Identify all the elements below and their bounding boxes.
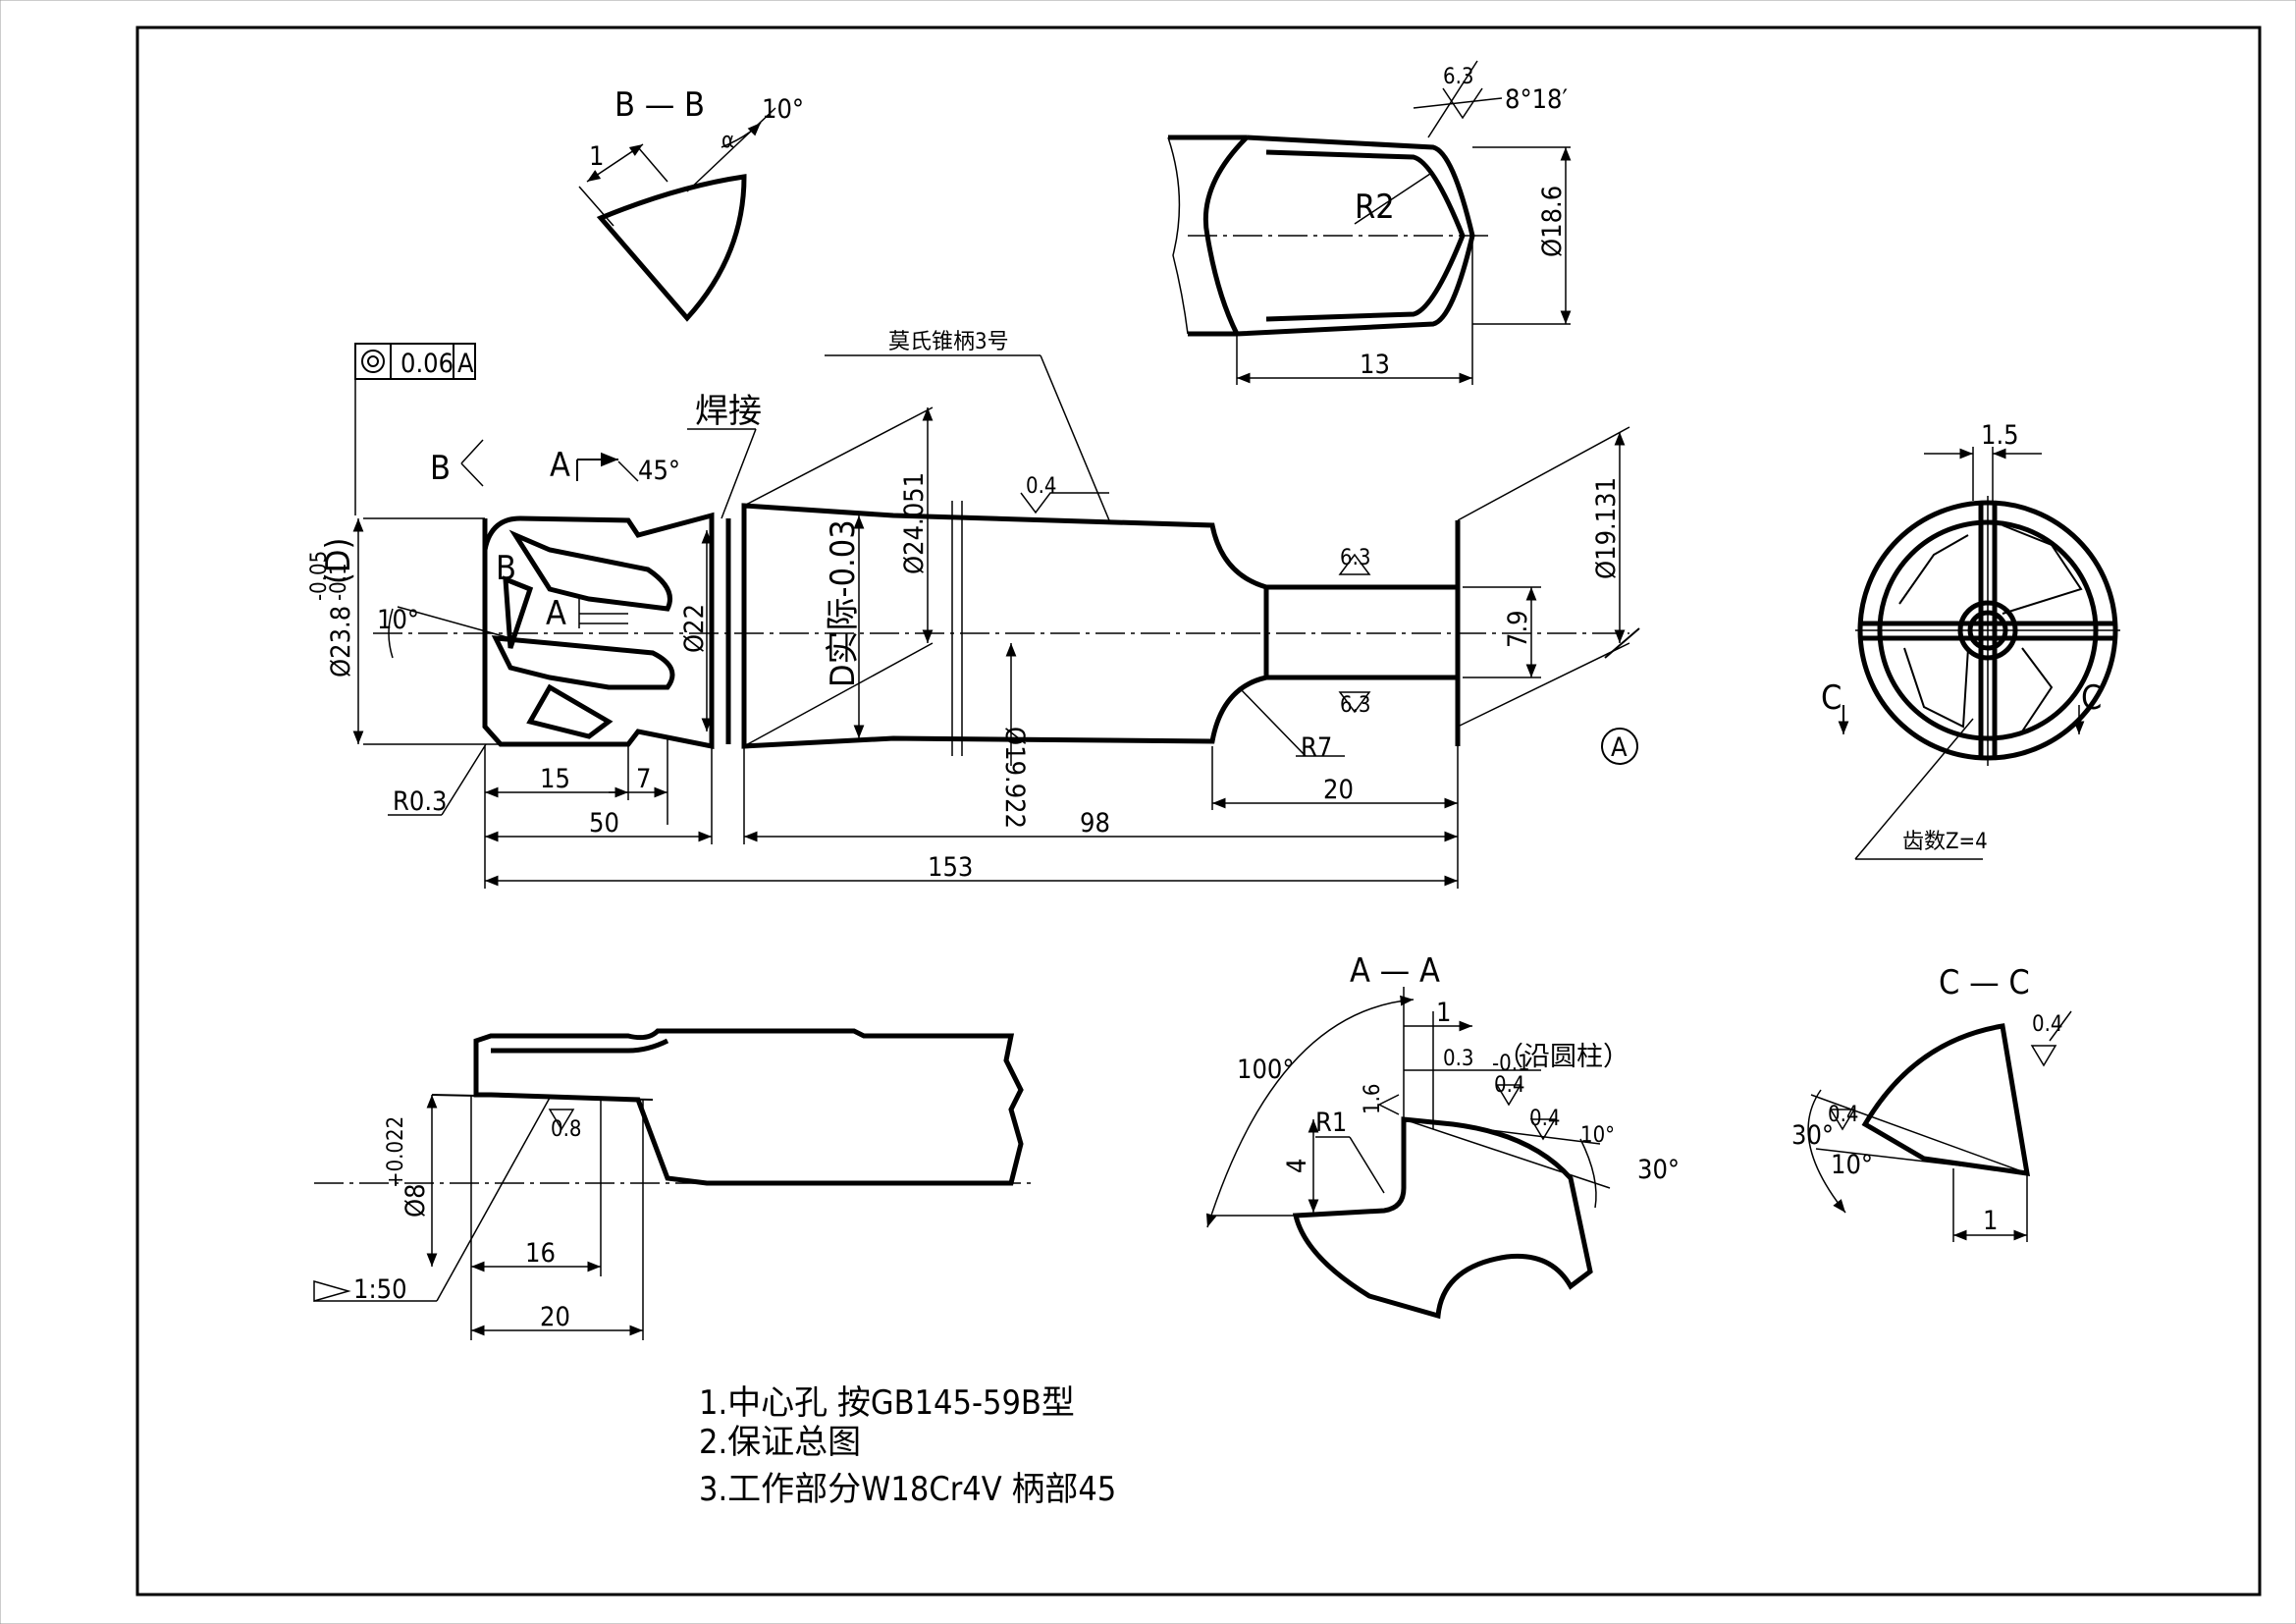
svg-text:10°: 10° xyxy=(1831,1150,1873,1180)
svg-text:1.5: 1.5 xyxy=(1981,420,2019,451)
svg-text:Ø8: Ø8 xyxy=(400,1183,431,1218)
svg-text:B: B xyxy=(430,449,451,488)
svg-text:98: 98 xyxy=(1080,808,1110,839)
drawing-frame xyxy=(135,26,2262,1597)
svg-text:1:50: 1:50 xyxy=(353,1274,407,1305)
svg-text:30°: 30° xyxy=(1637,1155,1680,1185)
svg-text:153: 153 xyxy=(928,852,973,883)
svg-text:6.3: 6.3 xyxy=(1340,546,1370,570)
note-3: 3.工作部分W18Cr4V 柄部45 xyxy=(699,1470,1116,1509)
main-view: 0.06 A B A Ø23.8 -0.05 -0.1 xyxy=(307,330,1640,889)
svg-text:A: A xyxy=(457,349,474,379)
svg-text:R0.3: R0.3 xyxy=(393,786,448,817)
svg-text:Ø19.131: Ø19.131 xyxy=(1591,477,1622,579)
svg-text:100°: 100° xyxy=(1237,1055,1295,1085)
svg-text:8°18′: 8°18′ xyxy=(1505,84,1568,115)
svg-text:Ø18.6: Ø18.6 xyxy=(1537,186,1568,257)
svg-text:Ø23.8: Ø23.8 xyxy=(326,606,356,677)
svg-text:+0.022: +0.022 xyxy=(384,1116,408,1188)
svg-text:R1: R1 xyxy=(1315,1108,1347,1138)
svg-text:C — C: C — C xyxy=(1939,963,2030,1002)
section-cc: C — C 1 0.4 0.4 30° 10° xyxy=(1791,963,2072,1242)
svg-text:A — A: A — A xyxy=(1350,951,1440,991)
svg-text:6.3: 6.3 xyxy=(1340,693,1370,718)
tolerance-frame: 0.06 A xyxy=(354,343,476,515)
section-bb: B — B 1 10° α xyxy=(578,85,804,322)
section-aa: A — A 1 0.3 -0.1 （沿圆柱） 0.4 0.4 1.6 R1 4 … xyxy=(1205,951,1680,1320)
svg-text:（沿圆柱）: （沿圆柱） xyxy=(1497,1042,1629,1072)
svg-text:0.3: 0.3 xyxy=(1443,1047,1473,1071)
svg-text:-0.1: -0.1 xyxy=(327,563,351,601)
svg-text:莫氏锥柄3号: 莫氏锥柄3号 xyxy=(888,330,1009,354)
svg-text:1.6: 1.6 xyxy=(1361,1084,1385,1114)
svg-text:R2: R2 xyxy=(1355,188,1395,227)
svg-text:A: A xyxy=(1611,732,1628,763)
svg-text:20: 20 xyxy=(540,1302,570,1332)
svg-text:10°: 10° xyxy=(1580,1123,1615,1148)
svg-text:α: α xyxy=(721,129,734,153)
svg-text:6.3: 6.3 xyxy=(1443,65,1473,89)
svg-text:A: A xyxy=(550,446,570,485)
svg-text:1: 1 xyxy=(1983,1206,1998,1236)
svg-text:50: 50 xyxy=(589,808,619,839)
detail-center-hole: Ø8 +0.022 0.8 16 20 1:50 xyxy=(313,1028,1031,1340)
svg-text:0.4: 0.4 xyxy=(1494,1073,1524,1098)
detail-tip: R2 Ø18.6 13 6.3 8°18′ xyxy=(1167,60,1572,385)
svg-text:30°: 30° xyxy=(1791,1120,1834,1151)
svg-text:Ø24.051: Ø24.051 xyxy=(899,472,930,574)
svg-text:13: 13 xyxy=(1360,350,1390,380)
svg-text:R7: R7 xyxy=(1301,732,1332,763)
svg-text:C: C xyxy=(1821,678,1842,718)
svg-text:20: 20 xyxy=(1323,775,1354,805)
svg-text:1: 1 xyxy=(589,141,604,172)
svg-text:7.9: 7.9 xyxy=(1503,610,1533,648)
svg-text:1: 1 xyxy=(1436,998,1451,1028)
svg-text:10°: 10° xyxy=(762,94,804,125)
note-1: 1.中心孔 按GB145-59B型 xyxy=(699,1383,1075,1423)
svg-text:10°: 10° xyxy=(377,605,419,635)
end-view: 1.5 C C 齿数Z=4 xyxy=(1821,420,2120,860)
note-2: 2.保证总图 xyxy=(699,1423,861,1462)
svg-text:15: 15 xyxy=(540,764,570,794)
svg-text:7: 7 xyxy=(636,764,651,794)
svg-text:45°: 45° xyxy=(638,456,680,486)
svg-text:4: 4 xyxy=(1282,1159,1312,1173)
svg-text:D实际-0.03: D实际-0.03 xyxy=(824,519,863,687)
svg-text:齿数Z=4: 齿数Z=4 xyxy=(1902,830,1988,854)
svg-text:0.4: 0.4 xyxy=(1026,474,1056,499)
svg-text:Ø19.922: Ø19.922 xyxy=(999,727,1030,829)
svg-text:-0.05: -0.05 xyxy=(307,551,332,601)
svg-text:C: C xyxy=(2081,678,2102,718)
svg-text:16: 16 xyxy=(525,1238,556,1269)
section-bb-title: B — B xyxy=(614,85,705,125)
svg-text:0.4: 0.4 xyxy=(2032,1012,2062,1037)
svg-text:0.06: 0.06 xyxy=(400,349,454,379)
svg-text:0.8: 0.8 xyxy=(551,1117,581,1142)
svg-text:Ø22: Ø22 xyxy=(679,604,710,653)
svg-text:A: A xyxy=(546,594,566,633)
svg-text:-0.1: -0.1 xyxy=(1492,1052,1530,1076)
notes-block: 1.中心孔 按GB145-59B型 2.保证总图 3.工作部分W18Cr4V 柄… xyxy=(699,1383,1116,1509)
svg-text:(D): (D) xyxy=(319,538,358,584)
svg-text:B: B xyxy=(496,549,516,588)
svg-text:焊接: 焊接 xyxy=(695,392,762,431)
svg-text:0.4: 0.4 xyxy=(1529,1107,1560,1131)
